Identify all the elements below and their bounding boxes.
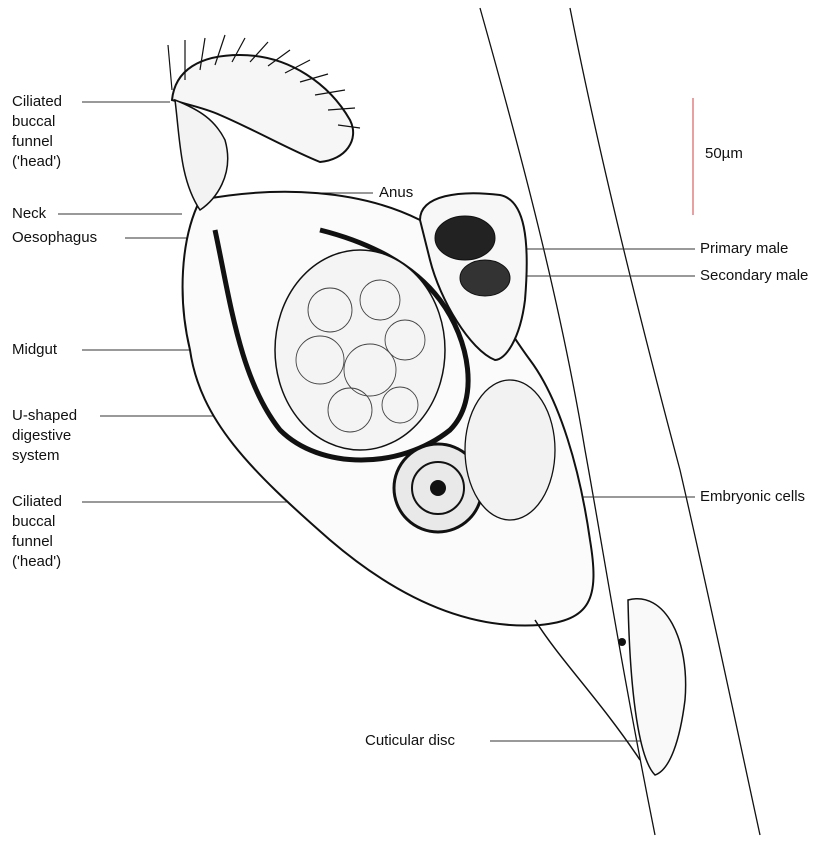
label-buccal-funnel-head: Ciliated buccal funnel ('head') — [12, 92, 62, 172]
neck — [175, 100, 228, 210]
primary-male-body — [435, 216, 495, 260]
stalk-tip — [618, 638, 626, 646]
label-primary-male: Primary male — [700, 239, 788, 259]
midgut — [275, 250, 445, 450]
label-buccal-funnel-head-lower: Ciliated buccal funnel ('head') — [12, 492, 62, 572]
label-cuticular-disc: Cuticular disc — [365, 731, 455, 751]
secondary-male-body — [460, 260, 510, 296]
label-anus: Anus — [379, 183, 413, 203]
label-scale-bar: 50µm — [705, 144, 743, 164]
label-oesophagus: Oesophagus — [12, 228, 97, 248]
embryonic-cell-mass — [465, 380, 555, 520]
label-secondary-male: Secondary male — [700, 266, 808, 286]
label-u-shaped-digestive-system: U-shaped digestive system — [12, 406, 77, 466]
label-midgut: Midgut — [12, 340, 57, 360]
label-embryonic-cells: Embryonic cells — [700, 487, 805, 507]
label-neck: Neck — [12, 204, 46, 224]
cuticular-disc — [628, 599, 686, 775]
